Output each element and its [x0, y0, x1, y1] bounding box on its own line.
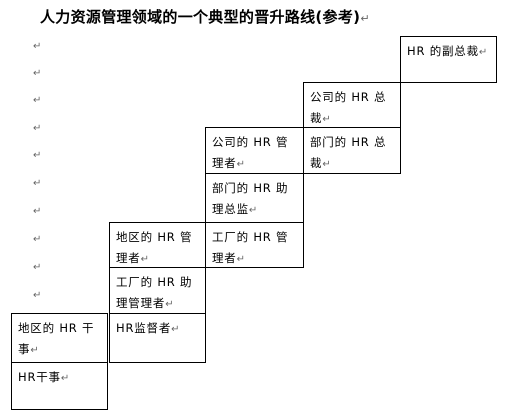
paragraph-mark: ↵	[236, 159, 245, 170]
ladder-cell-hr-vice-president: HR 的副总裁↵	[400, 36, 497, 83]
paragraph-mark: ↵	[33, 234, 42, 245]
ladder-cell-regional-hr-staff: 地区的 HR 干事↵	[11, 313, 108, 363]
paragraph-mark: ↵	[236, 254, 245, 265]
ladder-cell-hr-staff: HR干事↵	[11, 362, 108, 410]
paragraph-mark: ↵	[248, 205, 258, 216]
paragraph-mark: ↵	[33, 262, 42, 273]
cell-label: 公司的 HR 管理者	[212, 135, 289, 170]
title-text: 人力资源管理领域的一个典型的晋升路线(参考)	[40, 8, 361, 26]
cell-label: 工厂的 HR 助理管理者	[116, 275, 193, 310]
cell-label: 部门的 HR 助理总监	[212, 181, 289, 216]
cell-label: 公司的 HR 总裁	[310, 90, 387, 125]
ladder-cell-factory-hr-manager: 工厂的 HR 管理者↵	[205, 222, 304, 268]
paragraph-mark: ↵	[60, 373, 70, 384]
ladder-cell-factory-hr-assistant-manager: 工厂的 HR 助理管理者↵	[109, 267, 206, 314]
paragraph-mark: ↵	[322, 114, 331, 125]
cell-label: 部门的 HR 总裁	[310, 135, 387, 170]
ladder-cell-hr-supervisor: HR监督者↵	[109, 313, 206, 363]
cell-label: HR监督者	[116, 321, 172, 335]
cell-label: 工厂的 HR 管理者	[212, 230, 289, 265]
paragraph-mark: ↵	[322, 159, 331, 170]
cell-label: 地区的 HR 干事	[18, 321, 95, 356]
paragraph-mark: ↵	[33, 68, 42, 79]
ladder-cell-department-hr-president: 部门的 HR 总裁↵	[303, 127, 401, 174]
paragraph-mark: ↵	[165, 299, 174, 310]
paragraph-mark: ↵	[140, 254, 149, 265]
ladder-cell-company-hr-president: 公司的 HR 总裁↵	[303, 82, 401, 128]
paragraph-mark: ↵	[30, 345, 39, 356]
paragraph-mark: ↵	[33, 41, 42, 52]
paragraph-mark: ↵	[33, 178, 42, 189]
paragraph-mark: ↵	[33, 123, 42, 134]
paragraph-mark: ↵	[360, 12, 370, 25]
paragraph-mark: ↵	[33, 206, 42, 217]
ladder-cell-company-hr-manager: 公司的 HR 管理者↵	[205, 127, 304, 174]
paragraph-mark: ↵	[33, 95, 42, 106]
paragraph-mark: ↵	[171, 324, 180, 335]
page-title: 人力资源管理领域的一个典型的晋升路线(参考)↵	[40, 6, 370, 27]
paragraph-mark: ↵	[478, 47, 488, 58]
paragraph-mark: ↵	[33, 150, 42, 161]
cell-label: 地区的 HR 管理者	[116, 230, 193, 265]
ladder-cell-regional-hr-manager: 地区的 HR 管理者↵	[109, 222, 206, 268]
cell-label: HR 的副总裁	[407, 44, 479, 58]
ladder-cell-department-hr-assistant-director: 部门的 HR 助理总监↵	[205, 173, 304, 223]
paragraph-mark: ↵	[33, 290, 42, 301]
cell-label: HR干事	[18, 370, 61, 384]
